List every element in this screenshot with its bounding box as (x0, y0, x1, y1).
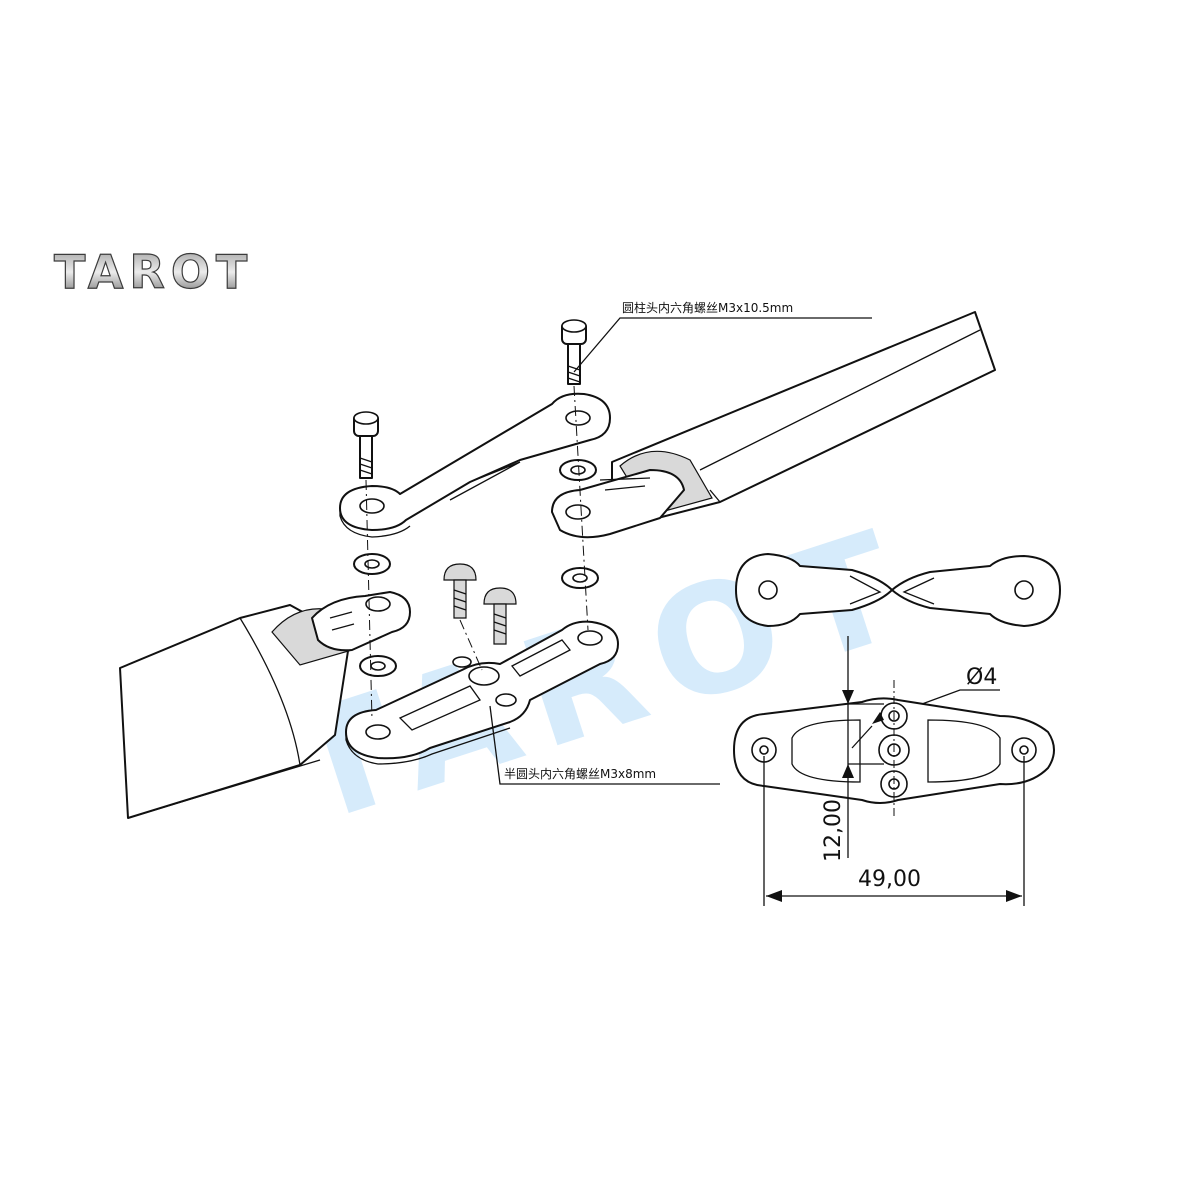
socket-head-screw (353, 411, 379, 479)
socket-head-screw (561, 319, 587, 385)
lower-left-blade (119, 604, 353, 819)
assembly-center-lines (365, 385, 589, 721)
dimension-vertical-offset: 12,00 (821, 636, 884, 862)
button-head-screw (443, 563, 477, 619)
callout-bottom-screw-label: 半圆头内六角螺丝M3x8mm (504, 767, 656, 781)
lower-blade-root-plate (311, 591, 411, 652)
upper-blade-root-plate (551, 469, 685, 539)
callout-top-screw: 圆柱头内六角螺丝M3x10.5mm (573, 300, 872, 373)
lower-clamp-plate (345, 620, 619, 765)
link-plate-top-view (733, 680, 1055, 818)
washer (359, 655, 397, 677)
washer (561, 567, 599, 589)
link-plate-side-view (735, 553, 1061, 627)
upper-link-plate (339, 392, 611, 538)
dimension-vertical-offset-label: 12,00 (821, 799, 846, 862)
brand-logo: TAROT (54, 245, 253, 299)
washer (559, 459, 597, 481)
callout-bottom-screw: 半圆头内六角螺丝M3x8mm (489, 705, 720, 785)
dimension-overall-length-label: 49,00 (858, 867, 921, 892)
dimension-hole-diameter: Ø4 (851, 665, 1000, 749)
callout-top-screw-label: 圆柱头内六角螺丝M3x10.5mm (622, 300, 793, 315)
washer (353, 553, 391, 575)
dimension-hole-diameter-label: Ø4 (966, 665, 997, 690)
button-head-screw (483, 587, 517, 645)
dimension-overall-length: 49,00 (763, 756, 1025, 906)
